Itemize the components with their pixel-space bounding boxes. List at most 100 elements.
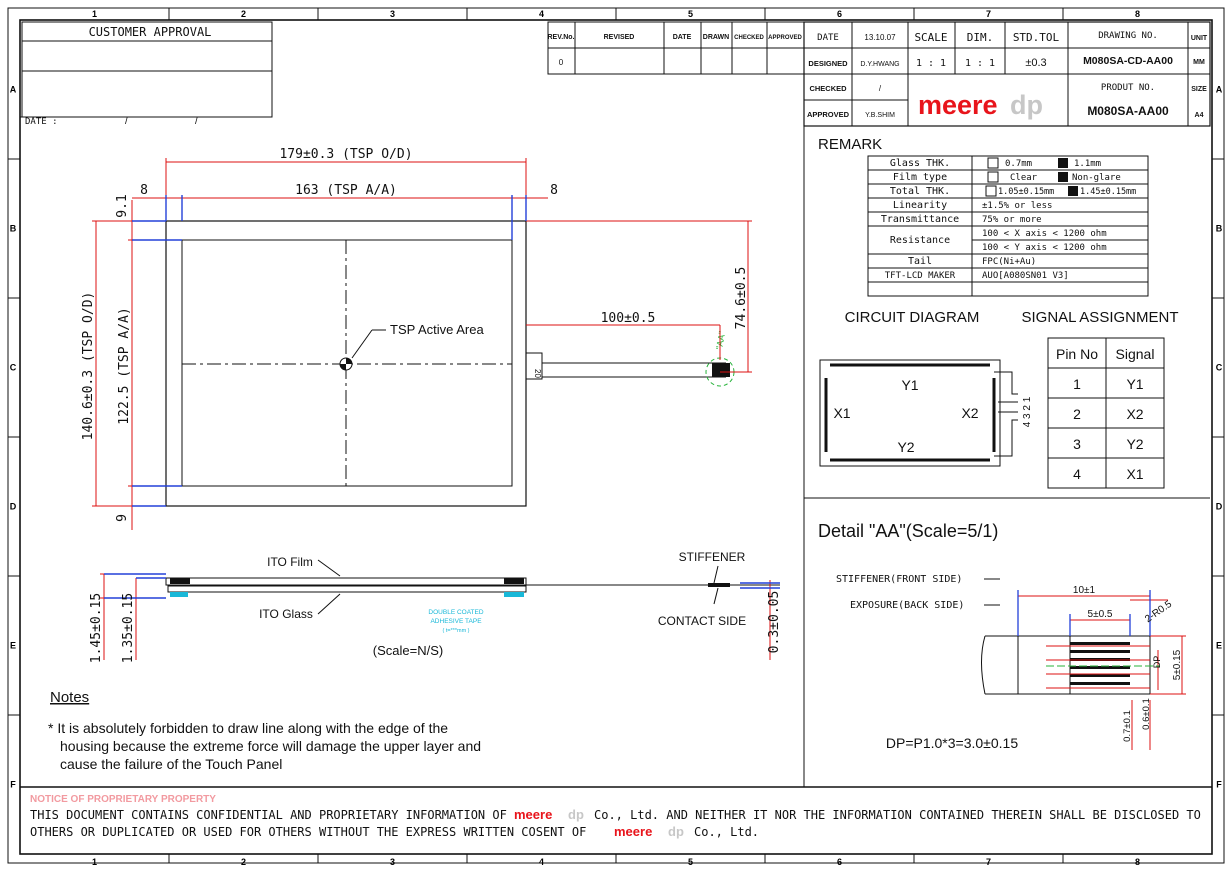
detail-aa: Detail "AA"(Scale=5/1) STIFFENER(FRONT S… — [818, 521, 1186, 751]
ito-film-label: ITO Film — [267, 555, 313, 569]
film-option-2: Non-glare — [1072, 173, 1121, 183]
dim-tail-thickness: 0.3±0.05 — [767, 591, 782, 654]
row-marker-E-right: E — [1216, 641, 1222, 651]
column-marker-5-top: 5 — [688, 9, 693, 19]
tb-size-label: SIZE — [1191, 86, 1207, 93]
approval-date-sep2: / — [195, 116, 198, 127]
dim-tail-length: 100±0.5 — [601, 311, 656, 326]
front-dimension-text: 179±0.3 (TSP O/D) 163 (TSP A/A) 8 8 9.1 … — [81, 147, 749, 522]
title-block — [803, 21, 1211, 127]
circuit-y1: Y1 — [901, 377, 918, 393]
detail-dim-10: 10±1 — [1073, 585, 1096, 596]
film-clear-checkbox — [987, 171, 999, 183]
tape-label-3: ( t=***mm ) — [442, 628, 469, 634]
glass-11-checkbox — [1058, 158, 1068, 168]
row-marker-A-left: A — [10, 85, 17, 95]
detail-dim-r: 2-R0.5 — [1143, 599, 1174, 625]
signal-row-4-signal: X1 — [1126, 466, 1143, 482]
column-marker-6-bottom: 6 — [837, 857, 842, 867]
dim-tail-position: 74.6±0.5 — [734, 267, 749, 330]
total-option-1: 1.05±0.15mm — [998, 187, 1054, 197]
dim-tail-width: 20 — [533, 369, 542, 378]
ito-glass-label: ITO Glass — [259, 607, 313, 621]
tb-scale-value: 1 : 1 — [916, 58, 946, 69]
tape-label-1: DOUBLE COATED — [428, 609, 483, 616]
rev-header-drawn: DRAWN — [703, 34, 729, 41]
tb-dim-value: 1 : 1 — [965, 58, 995, 69]
signal-row-2-signal: X2 — [1126, 406, 1143, 422]
column-marker-4-top: 4 — [539, 9, 544, 19]
revision-table-text: REV.No. REVISED DATE DRAWN CHECKED APPRO… — [548, 34, 803, 67]
column-marker-1-bottom: 1 — [92, 857, 97, 867]
front-dimensions — [92, 158, 752, 530]
column-marker-7-top: 7 — [986, 9, 991, 19]
tape-label-2: ADHESIVE TAPE — [430, 618, 482, 625]
tb-unit-label: UNIT — [1191, 35, 1208, 42]
dim-tsp-aa-width: 163 (TSP A/A) — [295, 183, 397, 198]
signal-header-signal: Signal — [1116, 346, 1155, 362]
remark-value-resistance-x: 100 < X axis < 1200 ohm — [982, 229, 1107, 239]
side-view — [165, 559, 780, 615]
signal-row-4-pin: 4 — [1073, 466, 1081, 482]
detail-dim-5: 5±0.5 — [1088, 609, 1113, 620]
tsp-active-area — [181, 239, 513, 487]
approval-date-label: DATE : — [25, 117, 58, 127]
rev-header-checked: CHECKED — [734, 35, 764, 41]
tb-date-label: DATE — [817, 33, 839, 43]
dim-right-margin: 8 — [550, 183, 558, 198]
detail-dim-height: 5±0.15 — [1172, 649, 1183, 680]
row-marker-F-right: F — [1216, 780, 1222, 790]
remark-label-transmittance: Transmittance — [881, 214, 959, 225]
row-marker-B-right: B — [1216, 224, 1223, 234]
tb-date-value: 13.10.07 — [864, 33, 896, 42]
tb-designed-value: D.Y.HWANG — [860, 61, 899, 68]
remark-label-linearity: Linearity — [893, 200, 947, 211]
revision-table — [547, 21, 805, 75]
tb-designed-label: DESIGNED — [808, 59, 848, 68]
dim-left-margin: 8 — [140, 183, 148, 198]
notice-logo1-sub: dp — [568, 807, 584, 822]
column-marker-5-bottom: 5 — [688, 857, 693, 867]
notes-title: Notes — [50, 689, 89, 706]
approval-date-sep1: / — [125, 116, 128, 127]
total-105-checkbox — [985, 185, 997, 197]
tb-logo-main: meere — [918, 90, 998, 120]
notes: Notes * It is absolutely forbidden to dr… — [48, 689, 481, 772]
column-marker-7-bottom: 7 — [986, 857, 991, 867]
detail-dim-dp: DP — [1152, 656, 1162, 669]
remark-value-resistance-y: 100 < Y axis < 1200 ohm — [982, 243, 1107, 253]
tail-contact — [712, 363, 730, 377]
row-marker-D-left: D — [10, 502, 17, 512]
customer-approval-box: CUSTOMER APPROVAL DATE : / / — [20, 21, 273, 127]
notes-line2: housing because the extreme force will d… — [60, 738, 481, 754]
tb-checked-value: / — [879, 84, 882, 93]
notes-line3: cause the failure of the Touch Panel — [60, 756, 282, 772]
tb-approved-label: APPROVED — [807, 110, 850, 119]
dim-total-thickness: 1.45±0.15 — [89, 593, 104, 663]
detail-title: Detail "AA"(Scale=5/1) — [818, 521, 998, 541]
circuit-title: CIRCUIT DIAGRAM — [845, 309, 980, 326]
active-area-label: TSP Active Area — [390, 322, 484, 337]
row-marker-E-left: E — [10, 641, 16, 651]
glass-07-checkbox — [987, 157, 999, 169]
dim-bottom-margin: 9 — [115, 514, 130, 522]
total-option-2: 1.45±0.15mm — [1080, 187, 1136, 197]
dim-tsp-od-height: 140.6±0.3 (TSP O/D) — [81, 292, 96, 441]
remark-label-glass: Glass THK. — [890, 158, 950, 169]
dim-tsp-aa-height: 122.5 (TSP A/A) — [117, 307, 132, 424]
detail-stiffener-label: STIFFENER(FRONT SIDE) — [836, 574, 962, 585]
detail-dim-07: 0.7±0.1 — [1122, 710, 1133, 742]
column-marker-3-bottom: 3 — [390, 857, 395, 867]
detail-dp-formula: DP=P1.0*3=3.0±0.15 — [886, 735, 1018, 751]
row-marker-D-right: D — [1216, 502, 1223, 512]
contact-side-label: CONTACT SIDE — [658, 614, 746, 628]
column-marker-3-top: 3 — [390, 9, 395, 19]
tb-drawing-no-label: DRAWING NO. — [1098, 31, 1158, 41]
remark-section: REMARK Glass THK. Film type Total THK. L… — [818, 136, 1149, 297]
column-marker-6-top: 6 — [837, 9, 842, 19]
notice-logo2-sub: dp — [668, 824, 684, 839]
row-marker-C-left: C — [10, 363, 17, 373]
